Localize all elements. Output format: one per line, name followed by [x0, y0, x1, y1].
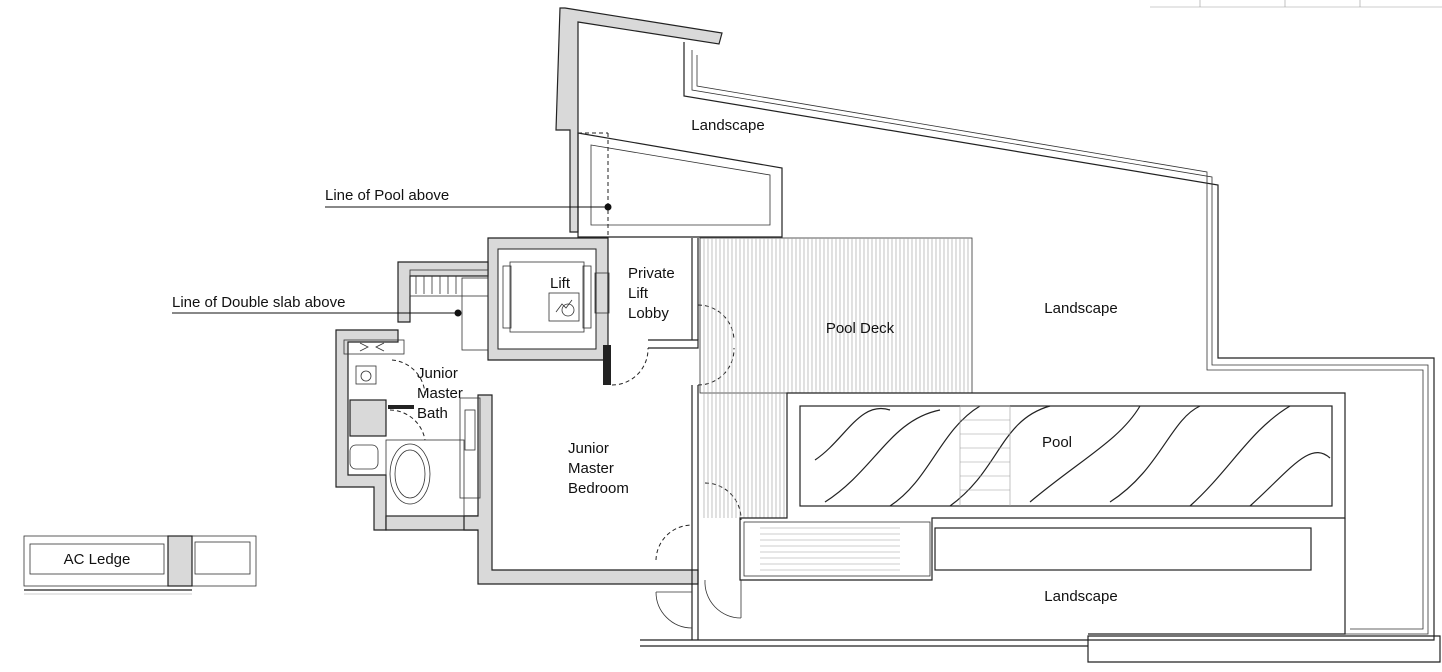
label-landscape-top: Landscape — [691, 117, 764, 134]
label-junior-bedroom-1: Junior — [568, 440, 609, 457]
table-fragment — [1150, 0, 1442, 8]
room-labels: Landscape Line of Pool above Line of Dou… — [64, 117, 1118, 605]
pool — [739, 392, 1346, 581]
label-lobby: Lobby — [628, 305, 669, 322]
label-junior-bedroom-3: Bedroom — [568, 480, 629, 497]
label-landscape-right: Landscape — [1044, 300, 1117, 317]
label-pool: Pool — [1042, 434, 1072, 451]
ac-ledge — [23, 535, 257, 595]
bedroom-walls — [335, 238, 699, 640]
label-line-of-double-slab-above: Line of Double slab above — [172, 294, 345, 311]
lift-core — [487, 237, 610, 361]
leader-dot-double-slab — [454, 309, 462, 317]
label-lift: Lift — [550, 275, 571, 292]
stair-and-planter — [743, 518, 1346, 635]
label-lift-2: Lift — [628, 285, 649, 302]
leader-dot-pool-above — [604, 203, 612, 211]
label-junior-bath-2: Master — [417, 385, 463, 402]
upper-pool-outline — [577, 132, 783, 240]
bath-fixtures — [343, 269, 489, 517]
pool-deck-boards — [699, 237, 973, 518]
annotation-leaders — [172, 203, 612, 317]
label-line-of-pool-above: Line of Pool above — [325, 187, 449, 204]
label-pool-deck: Pool Deck — [826, 320, 895, 337]
label-private: Private — [628, 265, 675, 282]
label-junior-bath-3: Bath — [417, 405, 448, 422]
label-junior-bath-1: Junior — [417, 365, 458, 382]
label-landscape-bottom: Landscape — [1044, 588, 1117, 605]
site-boundary — [555, 7, 1441, 663]
label-ac-ledge: AC Ledge — [64, 551, 131, 568]
label-junior-bedroom-2: Master — [568, 460, 614, 477]
